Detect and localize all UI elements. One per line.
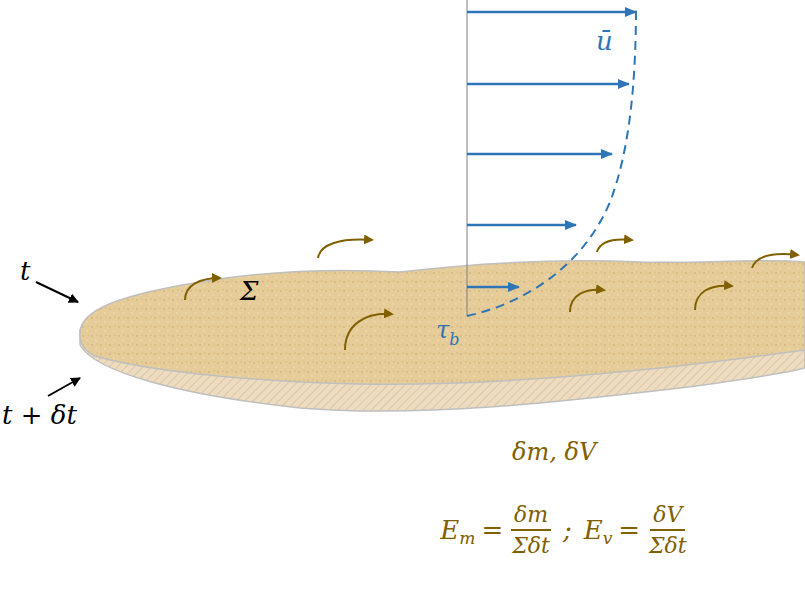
symbol: τ <box>436 316 449 344</box>
velocity-label: ū <box>596 28 613 54</box>
formula-symbol: ; <box>563 515 572 545</box>
subscript: m <box>459 528 475 548</box>
formula-symbol: = <box>481 515 503 545</box>
subscript: v <box>603 528 613 548</box>
fraction: δmΣδt <box>509 502 553 558</box>
numerator: δm <box>511 502 551 531</box>
denominator: Σδt <box>646 531 690 558</box>
subscript: b <box>449 330 459 349</box>
formula-symbol: E <box>440 515 459 545</box>
surface-area-label: Σ <box>240 278 258 304</box>
denominator: Σδt <box>509 531 553 558</box>
numerator: δV <box>650 502 685 531</box>
time-label: t + δt <box>2 402 77 428</box>
fraction: δVΣδt <box>646 502 690 558</box>
formula-symbol: = <box>618 515 640 545</box>
shear-stress-label: τb <box>436 318 460 342</box>
time-label: t <box>20 258 30 284</box>
formula-symbol: E <box>584 515 603 545</box>
eroded-quantity-label: δm, δV <box>512 440 596 464</box>
erosion-rate-formula: Em=δmΣδt;Ev=δVΣδt <box>440 502 689 558</box>
